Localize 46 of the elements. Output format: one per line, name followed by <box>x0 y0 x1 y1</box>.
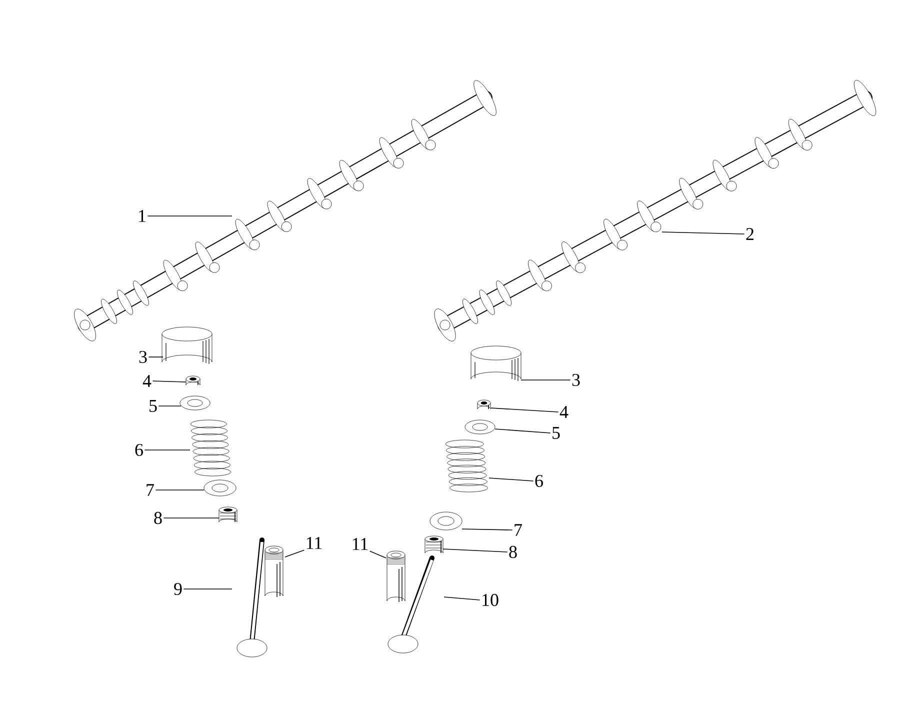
valve-guide-drawing <box>264 546 284 598</box>
leader-line <box>369 550 386 558</box>
leader-line <box>284 550 305 558</box>
tappet-drawing <box>470 346 522 382</box>
camshaft-drawing <box>74 80 496 342</box>
valve-keeper-drawing <box>186 376 200 386</box>
spring-seat-drawing <box>430 512 462 530</box>
spring-retainer-drawing <box>464 420 496 434</box>
callout-number: 9 <box>174 582 182 596</box>
callout-number: 5 <box>150 400 157 412</box>
callout-number: 7 <box>146 484 154 496</box>
callout-number: 8 <box>154 512 162 524</box>
callout-number: 5 <box>552 427 560 439</box>
leader-line <box>444 596 480 600</box>
leader-line <box>462 528 513 530</box>
leader-line <box>494 428 551 434</box>
callout-number: 3 <box>139 350 147 364</box>
callout-number: 7 <box>514 524 522 536</box>
leader-line <box>490 408 559 412</box>
callout-number: 6 <box>135 444 143 456</box>
callout-number: 6 <box>535 474 543 488</box>
valve-seal-drawing <box>424 536 444 554</box>
callout-number: 8 <box>509 546 517 558</box>
callout-number: 4 <box>560 406 568 418</box>
callout-number: 10 <box>482 594 498 606</box>
leader-line <box>488 478 534 482</box>
valve-spring-drawing <box>445 440 488 492</box>
callout-number: 11 <box>306 537 322 549</box>
valve-spring-drawing <box>190 420 231 476</box>
tappet-drawing <box>162 326 212 364</box>
callout-number: 3 <box>572 374 580 386</box>
leader-line <box>152 380 186 382</box>
leader-line <box>183 588 232 590</box>
valve-drawing <box>236 538 268 658</box>
spring-seat-drawing <box>204 480 236 496</box>
valve-guide-drawing <box>386 550 406 602</box>
valve-drawing <box>388 556 434 654</box>
valve-keeper-drawing <box>477 400 491 410</box>
spring-retainer-drawing <box>180 396 210 410</box>
leader-line <box>148 356 164 358</box>
camshaft-drawing <box>434 80 876 342</box>
valve-seal-drawing <box>218 506 238 522</box>
callout-number: 4 <box>142 375 152 387</box>
callout-number: 11 <box>352 538 368 550</box>
leader-line <box>662 232 745 234</box>
leader-line <box>442 548 508 552</box>
